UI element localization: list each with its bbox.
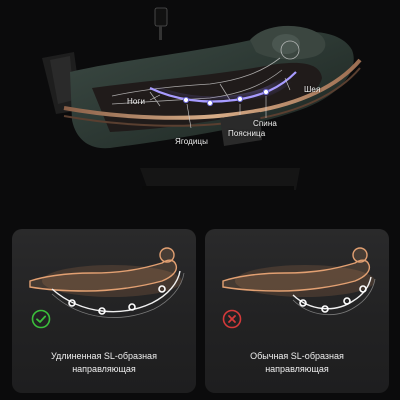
card-caption: Удлиненная SL-образная направляющая: [12, 350, 196, 376]
x-circle-icon: [222, 309, 242, 329]
label-lower-back: Поясница: [228, 129, 266, 138]
label-buttocks: Ягодицы: [175, 137, 208, 146]
caption-line-2: направляющая: [265, 364, 329, 374]
person-silhouette: [222, 247, 371, 292]
extended-rail: [51, 270, 181, 313]
caption-line-1: Обычная SL-образная: [250, 351, 344, 361]
label-back: Спина: [253, 119, 277, 128]
card-caption: Обычная SL-образная направляющая: [205, 350, 389, 376]
caption-line-1: Удлиненная SL-образная: [51, 351, 157, 361]
comparison-card-extended: Удлиненная SL-образная направляющая: [12, 229, 196, 393]
sl-track: [149, 71, 297, 103]
roller-points: [182, 88, 270, 107]
regular-rail: [292, 276, 372, 310]
check-circle-icon: [31, 309, 51, 329]
chair-base: [140, 168, 300, 190]
chair-rail: [63, 58, 362, 120]
regular-rail-illustration: [222, 247, 376, 316]
person-silhouette: [29, 247, 178, 292]
massage-chair-illustration: [42, 7, 362, 190]
caption-line-2: направляющая: [72, 364, 136, 374]
control-tablet: [154, 7, 168, 27]
roller-points: [68, 285, 166, 315]
roller-points: [299, 285, 367, 313]
extended-rail-illustration: [29, 247, 185, 318]
label-legs: Ноги: [127, 97, 146, 106]
label-neck: Шея: [304, 85, 321, 94]
massage-chair-hero: Ноги Шея Спина Поясница Ягодицы: [42, 7, 362, 190]
comparison-card-regular: Обычная SL-образная направляющая: [205, 229, 389, 393]
